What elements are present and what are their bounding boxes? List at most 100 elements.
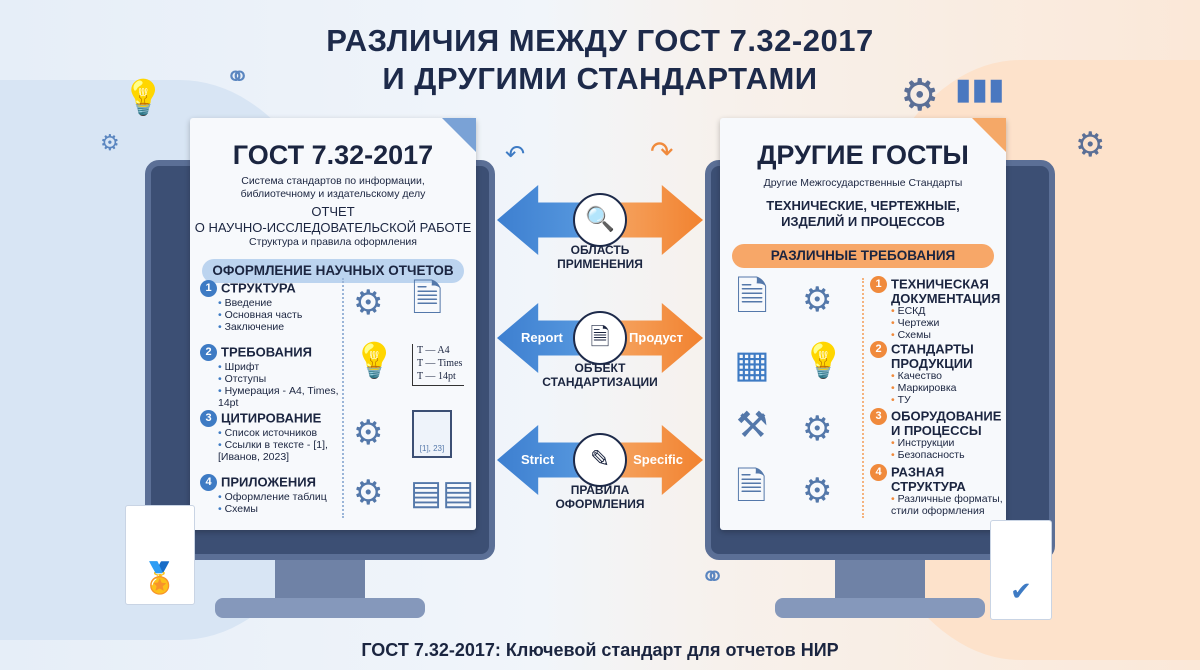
gear-icon: ⚙ bbox=[802, 281, 833, 319]
page-fold bbox=[442, 118, 476, 152]
citation-example: [1], 23] bbox=[419, 444, 445, 453]
item-title: ПРОДУКЦИИ bbox=[891, 356, 973, 371]
curved-arrow-icon: ↶ bbox=[505, 141, 526, 168]
item-title: ДОКУМЕНТАЦИЯ bbox=[891, 291, 1001, 306]
item-number: 4 bbox=[870, 464, 887, 481]
gear-icon: ⚙ bbox=[353, 414, 384, 452]
bullet: Чертежи bbox=[891, 317, 1005, 329]
bullet: Ссылки в тексте - [1], [Иванов, 2023] bbox=[218, 439, 350, 463]
format-value: 14pt bbox=[437, 371, 456, 382]
item-title: ПРИЛОЖЕНИЯ bbox=[221, 474, 316, 490]
lightbulb-icon: 💡 bbox=[802, 342, 845, 380]
label-line: ОБЪЕКТ bbox=[574, 361, 626, 375]
tables-icon: ▤▤ bbox=[410, 474, 475, 512]
bullet: Маркировка bbox=[891, 382, 1005, 394]
page-fold bbox=[972, 118, 1006, 152]
bullet: Заключение bbox=[218, 321, 302, 333]
label-line: СТАНДАРТИЗАЦИИ bbox=[542, 375, 658, 389]
other-gosts-heading: ДРУГИЕ ГОСТЫ bbox=[757, 140, 969, 170]
bullet: ЕСКД bbox=[891, 305, 1005, 317]
other-gosts-document: ДРУГИЕ ГОСТЫ Другие Межгосударственные С… bbox=[720, 118, 1006, 530]
bullet: ТУ bbox=[891, 394, 1005, 406]
right-value: Specific bbox=[633, 452, 683, 467]
gear-icon: ⚙ bbox=[353, 284, 384, 322]
bullet: Схемы bbox=[891, 329, 1005, 341]
doc-type: ОТЧЕТ bbox=[311, 204, 355, 219]
item-number: 1 bbox=[200, 280, 217, 297]
bullet: Основная часть bbox=[218, 309, 303, 321]
gear-icon: ⚙ bbox=[100, 130, 120, 155]
monitor-base bbox=[775, 598, 985, 618]
divider bbox=[862, 278, 864, 518]
item-title: РАЗНАЯ bbox=[891, 464, 945, 480]
label-line: ПРАВИЛА bbox=[570, 483, 630, 497]
item-title: ОБОРУДОВАНИЕ bbox=[891, 408, 1002, 424]
bullet: Нумерация - A4, Times, 14pt bbox=[218, 385, 350, 409]
network-icon: ⚭ bbox=[700, 561, 726, 594]
gear-wrench-icon: ⚙ bbox=[802, 410, 833, 448]
left-banner: ОФОРМЛЕНИЕ НАУЧНЫХ ОТЧЕТОВ bbox=[202, 259, 464, 283]
citation-document-icon: [1], 23] bbox=[412, 410, 452, 458]
types: ИЗДЕЛИЙ И ПРОЦЕССОВ bbox=[781, 214, 945, 229]
bullet: Отступы bbox=[218, 373, 350, 385]
subtitle: Система стандартов по информации, bbox=[241, 175, 425, 187]
item-number: 3 bbox=[200, 410, 217, 427]
bullet: Список источников bbox=[218, 427, 350, 439]
footer-caption: ГОСТ 7.32-2017: Ключевой стандарт для от… bbox=[361, 640, 839, 660]
document-edit-icon: ✎ bbox=[573, 433, 627, 487]
network-icon: ⚭ bbox=[225, 61, 251, 94]
documents-icon: 🗎 bbox=[736, 275, 769, 319]
bullet: Схемы bbox=[218, 503, 327, 515]
document-search-icon: 🔍 bbox=[573, 193, 627, 247]
gear-icon: ⚙ bbox=[802, 472, 833, 510]
item-title: СТРУКТУРА bbox=[221, 280, 296, 296]
divider bbox=[342, 278, 344, 518]
item-number: 3 bbox=[870, 408, 887, 425]
label-line: ПРИМЕНЕНИЯ bbox=[557, 257, 643, 271]
comparison-arrow-object: Report Продуст🗎 bbox=[497, 303, 703, 373]
certificate-icon: 🏅 bbox=[125, 505, 195, 605]
main-title: РАЗЛИЧИЯ МЕЖДУ ГОСТ 7.32-2017 И ДРУГИМИ … bbox=[0, 22, 1200, 98]
left-value: Report bbox=[521, 330, 563, 345]
monitor-stand bbox=[275, 560, 365, 600]
item-title: И ПРОЦЕССЫ bbox=[891, 423, 982, 438]
subtitle: Другие Межгосударственные Стандарты bbox=[763, 177, 963, 189]
item-number: 2 bbox=[200, 344, 217, 361]
bullet: Шрифт bbox=[218, 361, 350, 373]
bullet: Различные форматы, стили оформления bbox=[891, 493, 1005, 517]
types: ТЕХНИЧЕСКИЕ, ЧЕРТЕЖНЫЕ, bbox=[766, 198, 960, 213]
comparison-arrow-scope: 🔍 bbox=[497, 185, 703, 255]
doc-type: О НАУЧНО-ИССЛЕДОВАТЕЛЬСКОЙ РАБОТЕ bbox=[194, 220, 472, 235]
item-number: 1 bbox=[870, 276, 887, 293]
label-line: ОФОРМЛЕНИЯ bbox=[555, 497, 645, 511]
gear-icon: ⚙ bbox=[353, 474, 384, 512]
gear-icon: ⚙ bbox=[900, 71, 940, 120]
item-title: СТАНДАРТЫ bbox=[891, 341, 974, 357]
right-banner: РАЗЛИЧНЫЕ ТРЕБОВАНИЯ bbox=[732, 244, 994, 268]
document-icon: 🗎 bbox=[736, 466, 767, 508]
curved-arrow-icon: ↷ bbox=[650, 136, 674, 167]
document-icon: 🗎 bbox=[573, 311, 627, 365]
bullet: Безопасность bbox=[891, 449, 1005, 461]
item-title: ТЕХНИЧЕСКАЯ bbox=[891, 276, 989, 292]
document-icon: 🗎 bbox=[412, 278, 443, 320]
bullet: Введение bbox=[218, 297, 302, 309]
approved-document-icon: ✔ bbox=[990, 520, 1052, 620]
gear-icon: ⚙ bbox=[1075, 126, 1106, 164]
right-value: Продуст bbox=[629, 330, 683, 345]
doc-type-sub: Структура и правила оформления bbox=[249, 236, 417, 248]
bar-chart-icon: ▮▮▮ bbox=[955, 73, 1005, 106]
format-card: T — A4 T — Times T — 14pt bbox=[412, 344, 465, 386]
bullet: Инструкции bbox=[891, 437, 1005, 449]
gost-732-document: ГОСТ 7.32-2017 Система стандартов по инф… bbox=[190, 118, 476, 530]
